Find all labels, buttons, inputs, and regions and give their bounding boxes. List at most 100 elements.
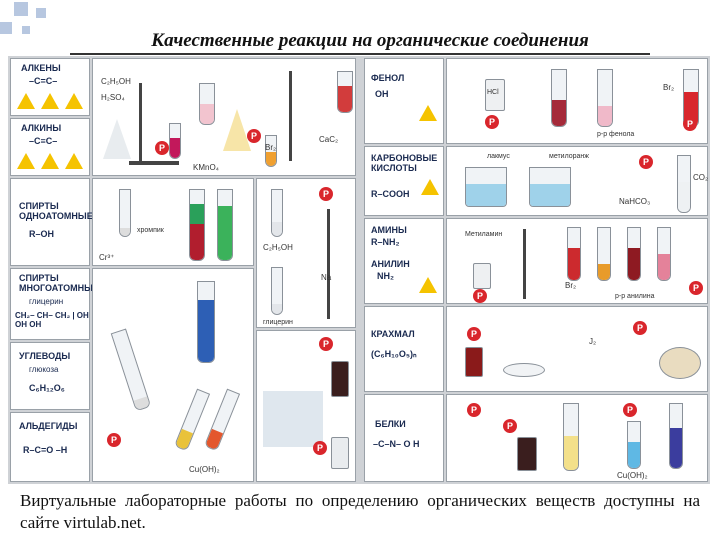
cell-alkynes: АЛКИНЫ –C≡C– bbox=[10, 118, 90, 176]
label-alkenes: АЛКЕНЫ bbox=[21, 63, 61, 73]
label-starch: КРАХМАЛ bbox=[371, 329, 415, 339]
cell-aldehydes: АЛЬДЕГИДЫ R–C=O –H bbox=[10, 412, 90, 482]
reagent-bottle bbox=[331, 437, 349, 469]
p-badge: P bbox=[319, 337, 333, 351]
experiment-amines: Метиламин P Br₂ р-р анилина P bbox=[446, 218, 708, 304]
toxic-hazard-icon bbox=[419, 105, 437, 121]
test-tube-pink bbox=[657, 227, 671, 281]
experiment-phenol: HCl P р-р фенола Br₂ P bbox=[446, 58, 708, 144]
reagent-c2h5oh-2: C₂H₅OH bbox=[263, 243, 293, 252]
test-tube-yellow bbox=[563, 403, 579, 471]
test-tube-br2 bbox=[265, 135, 277, 167]
reagent-cac2: CaC₂ bbox=[319, 135, 339, 144]
formula-glycerin: CH₂– CH– CH₂ | OH OH OH bbox=[15, 311, 89, 329]
label-carboxylic-acids: КАРБОНОВЫЕ КИСЛОТЫ bbox=[371, 153, 438, 173]
reagent-hcl: HCl bbox=[487, 89, 499, 96]
reagent-nahco3: NaHCO₃ bbox=[619, 197, 651, 206]
label-phenol: ФЕНОЛ bbox=[371, 73, 405, 83]
page-title: Качественные реакции на органические сое… bbox=[151, 30, 589, 51]
reagent-kmno4: KMnO₄ bbox=[193, 163, 219, 172]
p-badge: P bbox=[313, 441, 327, 455]
test-tube-purple bbox=[669, 403, 683, 469]
p-badge: P bbox=[683, 117, 697, 131]
cell-monohydric-alcohols: СПИРТЫ ОДНОАТОМНЫЕ R–OH bbox=[10, 178, 93, 266]
label-monohydric-alcohols: СПИРТЫ ОДНОАТОМНЫЕ bbox=[19, 201, 93, 221]
reagent-hromik: хромпик bbox=[137, 227, 164, 234]
experiment-carboxylic-acids: лакмус метилоранж P CO₂ NaHCO₃ bbox=[446, 146, 708, 216]
label-aniline: АНИЛИН bbox=[371, 259, 410, 269]
reagent-na: Na bbox=[321, 273, 332, 282]
flask bbox=[223, 109, 251, 151]
experiment-starch: P J₂ P bbox=[446, 306, 708, 392]
flask bbox=[103, 119, 131, 159]
experiment-monohydric-alcohols: хромпик Cr³⁺ bbox=[92, 178, 254, 266]
lab-stand-base bbox=[129, 161, 179, 165]
lab-stand bbox=[523, 229, 526, 299]
formula-monohydric-alcohols: R–OH bbox=[29, 229, 55, 239]
reagent-bottle bbox=[473, 263, 491, 289]
reagent-h2so4: H₂SO₄ bbox=[101, 93, 125, 102]
sublabel-glucose: глюкоза bbox=[29, 365, 59, 374]
formula-glucose: C₆H₁₂O₆ bbox=[29, 383, 65, 393]
p-badge: P bbox=[467, 327, 481, 341]
reagent-bottle-hcl bbox=[485, 79, 505, 111]
test-tube-orange bbox=[203, 388, 241, 452]
potato-slice bbox=[659, 347, 701, 379]
cell-starch: КРАХМАЛ (C₆H₁₀O₅)ₙ bbox=[364, 306, 444, 392]
test-tube-pink bbox=[597, 69, 613, 127]
reagent-metilamin: Метиламин bbox=[465, 231, 503, 238]
reagent-bottle bbox=[465, 347, 483, 377]
experiment-polyhydric-alcohols: P Cu(OH)₂ bbox=[92, 268, 254, 482]
test-tube-blue bbox=[197, 281, 215, 363]
reagent-i2: J₂ bbox=[589, 337, 597, 346]
decor-square bbox=[22, 26, 30, 34]
label-alkynes: АЛКИНЫ bbox=[21, 123, 62, 133]
label-aldehydes: АЛЬДЕГИДЫ bbox=[19, 421, 78, 431]
petri-dish bbox=[503, 363, 545, 377]
reactions-poster: АЛКЕНЫ –C=C– АЛКИНЫ –C≡C– СПИРТЫ ОДНОАТО… bbox=[8, 56, 710, 484]
p-badge: P bbox=[107, 433, 121, 447]
test-tube-red bbox=[683, 69, 699, 127]
reagent-lakmus: лакмус bbox=[487, 153, 510, 160]
reagent-br2-b: Br₂ bbox=[663, 83, 675, 92]
p-badge: P bbox=[485, 115, 499, 129]
test-tube bbox=[110, 328, 152, 412]
formula-alkynes: –C≡C– bbox=[29, 136, 58, 146]
lab-stand bbox=[327, 209, 330, 319]
label-amines: АМИНЫ bbox=[371, 225, 407, 235]
test-tube-red bbox=[551, 69, 567, 127]
cell-amines: АМИНЫ R–NH₂ АНИЛИН NH₂ bbox=[364, 218, 444, 304]
formula-carboxylic-acids: R–COOH bbox=[371, 189, 410, 199]
title-underline bbox=[70, 53, 650, 55]
beaker bbox=[529, 167, 571, 207]
test-tube bbox=[271, 189, 283, 237]
toxic-hazard-icon bbox=[419, 277, 437, 293]
cell-alkenes: АЛКЕНЫ –C=C– bbox=[10, 58, 90, 116]
flame-hazard-icon bbox=[41, 93, 59, 109]
formula-proteins: –C–N– O H bbox=[373, 439, 420, 449]
label-polyhydric-alcohols: СПИРТЫ МНОГОАТОМНЫЕ bbox=[19, 273, 99, 293]
test-tube-red bbox=[189, 189, 205, 261]
experiment-sodium: P C₂H₅OH Na глицерин bbox=[256, 178, 356, 328]
experiment-carbohydrates: P P bbox=[256, 330, 356, 482]
reagent-glycerin: глицерин bbox=[263, 319, 293, 326]
hazard-icon bbox=[17, 153, 35, 169]
cell-carboxylic-acids: КАРБОНОВЫЕ КИСЛОТЫ R–COOH bbox=[364, 146, 444, 216]
decor-square bbox=[36, 8, 46, 18]
test-tube-red bbox=[567, 227, 581, 281]
reagent-co2: CO₂ bbox=[693, 173, 709, 182]
experiment-proteins: P P P Cu(OH)₂ bbox=[446, 394, 708, 482]
test-tube bbox=[271, 267, 283, 315]
formula-aldehydes: R–C=O –H bbox=[23, 445, 68, 455]
formula-phenol: OH bbox=[375, 89, 389, 99]
p-badge: P bbox=[473, 289, 487, 303]
sublabel-glycerin: глицерин bbox=[29, 297, 64, 306]
lab-stand bbox=[139, 83, 142, 163]
reagent-cr: Cr³⁺ bbox=[99, 253, 115, 262]
test-tube-red bbox=[627, 227, 641, 281]
caption: Виртуальные лабораторные работы по опред… bbox=[20, 491, 700, 532]
p-badge: P bbox=[639, 155, 653, 169]
decor-square bbox=[14, 2, 28, 16]
test-tube-cyan bbox=[627, 421, 641, 469]
reagent-bottle bbox=[331, 361, 349, 397]
